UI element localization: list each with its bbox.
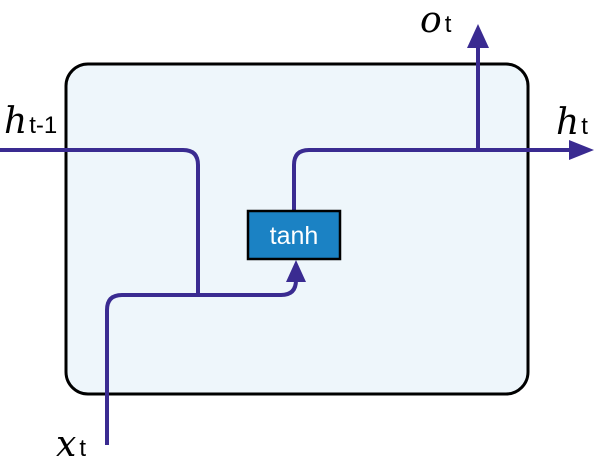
h-prev-label-sub: t-1 [29,112,57,139]
h-prev-label: ht-1 [4,101,57,142]
x-input-label-main: x [56,424,76,465]
o-out-arrowhead [467,24,489,48]
arrowheads [286,24,594,282]
tanh-gate-box [246,209,342,261]
tanh-gate: tanh [246,209,342,261]
h-out-arrowhead [569,140,594,160]
o-out-label-main: o [420,0,442,41]
h-out-label-main: h [556,102,579,143]
h-out-wire [292,148,573,211]
x-input-wire [105,278,298,445]
x-input-label-sub: t [79,435,86,462]
h-out-label-sub: t [581,113,588,140]
o-out-label-sub: t [445,11,452,38]
h-prev-label-main: h [4,101,27,142]
tanh-input-arrowhead [286,260,306,282]
h-prev-wire [0,148,200,295]
wires [0,46,573,445]
tanh-gate-label: tanh [270,222,319,250]
h-out-label: ht [556,102,588,143]
